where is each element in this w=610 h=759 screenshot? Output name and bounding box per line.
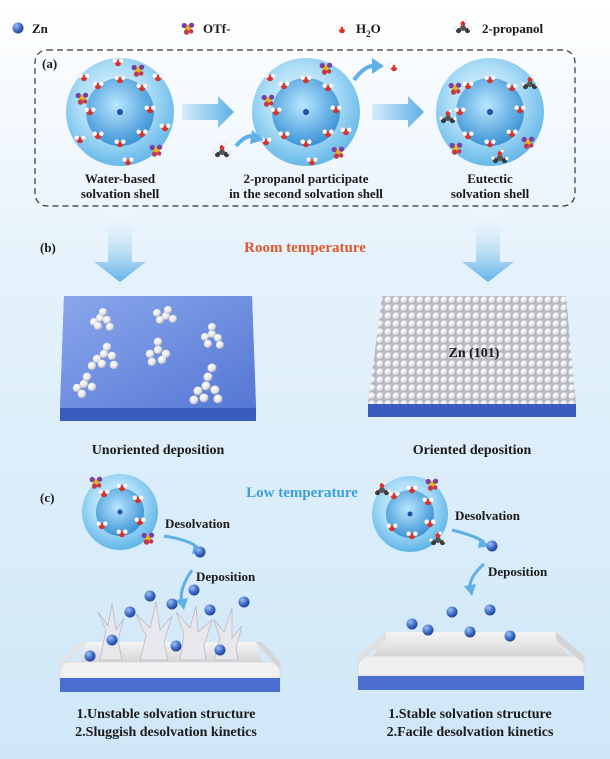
arrow-down-left	[94, 212, 146, 282]
left-result-line2: 2.Sluggish desolvation kinetics	[75, 725, 257, 740]
room-temperature-title: Room temperature	[244, 240, 366, 256]
eutectic-shell	[436, 58, 544, 166]
shell2-line1: 2-propanol participate	[243, 171, 368, 186]
shell1-line1: Water-based	[85, 171, 156, 186]
zn-clusters	[72, 306, 224, 405]
legend: Zn OTf- H2O 2-propanol	[12, 19, 544, 39]
low-temperature-title: Low temperature	[246, 485, 358, 501]
panel-c-label: (c)	[40, 490, 54, 505]
left-result-line1: 1.Unstable solvation structure	[76, 707, 255, 722]
right-low-temp-shell	[372, 476, 448, 552]
legend-zn: Zn	[32, 21, 49, 36]
panel-b-label: (b)	[40, 240, 56, 255]
left-dendrite-plate	[59, 642, 281, 692]
right-deposition-label: Deposition	[488, 564, 548, 579]
right-result-line2: 2.Facile desolvation kinetics	[387, 725, 554, 740]
oriented-plate	[368, 296, 576, 417]
unoriented-caption: Unoriented deposition	[92, 443, 225, 458]
propanol-second-shell	[252, 58, 360, 166]
panel-a-frame	[34, 49, 576, 207]
zn-ion-icon	[194, 546, 206, 558]
shell2-line2: in the second solvation shell	[229, 186, 383, 201]
left-deposition-label: Deposition	[196, 569, 256, 584]
zn-legend-icon	[12, 22, 24, 34]
shell3-line2: solvation shell	[451, 186, 530, 201]
shell3-line1: Eutectic	[467, 171, 513, 186]
shell1-line2: solvation shell	[81, 186, 160, 201]
zn-center-icon	[117, 109, 123, 115]
zn-101-label: Zn (101)	[449, 346, 500, 361]
arrow-down-right	[462, 212, 514, 282]
right-desolvation-label: Desolvation	[455, 508, 521, 523]
left-low-temp-shell	[82, 474, 158, 550]
arrow-right-1	[182, 96, 234, 128]
arrow-right-2	[372, 96, 424, 128]
water-based-shell	[66, 58, 174, 166]
right-smooth-plate	[357, 632, 585, 690]
legend-water: H2O	[356, 21, 381, 39]
right-result-line1: 1.Stable solvation structure	[388, 707, 551, 722]
left-desolvation-label: Desolvation	[165, 516, 231, 531]
legend-otf: OTf-	[203, 21, 230, 36]
oriented-caption: Oriented deposition	[413, 443, 532, 458]
legend-propanol: 2-propanol	[482, 21, 544, 36]
panel-a-label: (a)	[42, 56, 57, 71]
